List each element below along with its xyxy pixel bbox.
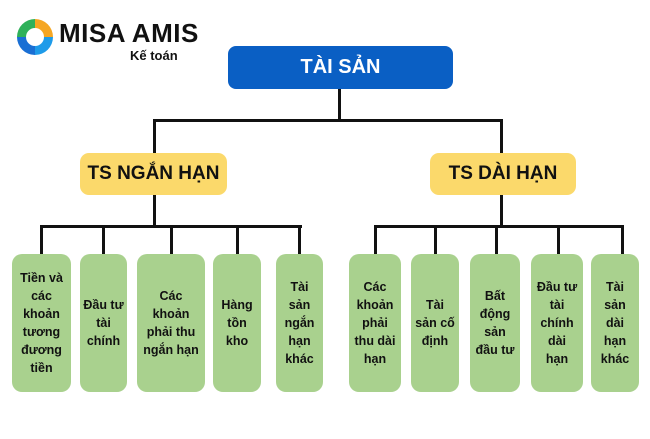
leaf-short-other: Tài sản ngắn hạn khác [276,254,323,392]
leaf-long-receivables: Các khoản phải thu dài hạn [349,254,401,392]
leaf-short-cash: Tiền và các khoản tương đương tiền [12,254,71,392]
connector-short-leaf-2 [102,225,105,254]
connector-short-leaf-3 [170,225,173,254]
connector-to-short-term [153,119,156,153]
connector-long-leaf-2 [434,225,437,254]
connector-long-leaf-1 [374,225,377,254]
connector-long-leaf-4 [557,225,560,254]
leaf-long-real-estate: Bất động sản đầu tư [470,254,520,392]
leaf-long-other: Tài sản dài hạn khác [591,254,639,392]
brand-name: MISA AMIS [59,18,199,48]
leaf-long-investments: Đầu tư tài chính dài hạn [531,254,583,392]
category-short-term: TS NGẮN HẠN [80,153,227,195]
leaf-short-investments: Đầu tư tài chính [80,254,127,392]
leaf-long-fixed-assets: Tài sản cố định [411,254,459,392]
misa-logo-icon [17,19,53,55]
leaf-short-inventory: Hàng tồn kho [213,254,261,392]
root-node: TÀI SẢN [228,46,453,89]
connector-short-leaf-1 [40,225,43,254]
connector-to-long-term [500,119,503,153]
connector-short-leaf-5 [298,225,301,254]
connector-long-bar [374,225,624,228]
brand-subtitle: Kế toán [130,48,178,63]
connector-short-leaf-4 [236,225,239,254]
connector-root-stem [338,89,341,121]
connector-long-leaf-5 [621,225,624,254]
brand-logo: MISA AMIS Kế toán [15,17,198,67]
connector-long-stem [500,195,503,227]
category-long-term: TS DÀI HẠN [430,153,576,195]
connector-short-stem [153,195,156,227]
connector-long-leaf-3 [495,225,498,254]
leaf-short-receivables: Các khoản phải thu ngắn hạn [137,254,205,392]
connector-root-bar [153,119,503,122]
